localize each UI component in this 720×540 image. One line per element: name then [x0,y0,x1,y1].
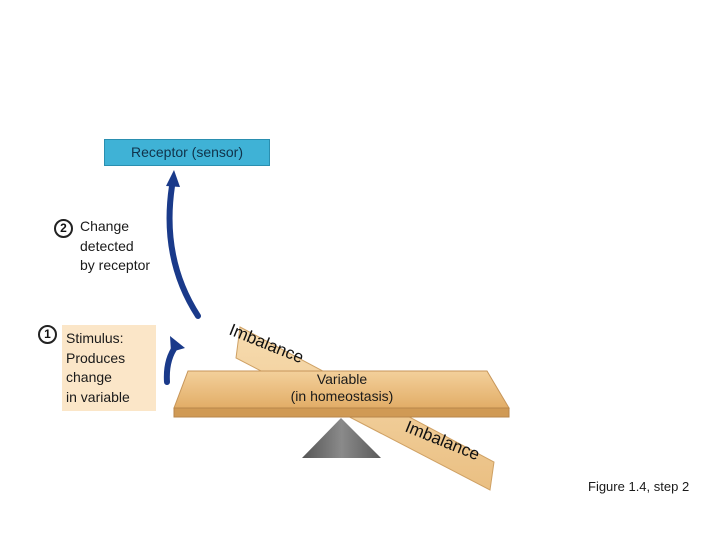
step-2-marker: 2 [54,219,73,238]
step-1-line: Produces [66,349,126,366]
detection-arrow [166,183,201,319]
step-1-line: in variable [66,388,130,405]
variable-label: Variable (in homeostasis) [272,371,412,405]
step-1-text: Stimulus: Produces change in variable [66,329,130,407]
step-2-line: detected [80,237,134,254]
variable-line: (in homeostasis) [290,388,394,404]
fulcrum-triangle [302,418,381,458]
step-1-line: Stimulus: [66,330,124,346]
variable-plank-edge [173,407,510,418]
step-2-line: Change [80,218,130,234]
stimulus-box [62,325,156,411]
receptor-box: Receptor (sensor) [104,139,270,166]
step-2-line: by receptor [80,257,151,273]
figure-caption: Figure 1.4, step 2 [588,479,690,494]
stimulus-arrowhead [170,336,185,352]
step-2-text: Change detected by receptor [80,217,150,276]
step-1-line: change [66,369,112,385]
variable-line: Variable [316,371,368,387]
detection-arrowhead [166,170,180,187]
step-1-marker: 1 [38,325,57,344]
